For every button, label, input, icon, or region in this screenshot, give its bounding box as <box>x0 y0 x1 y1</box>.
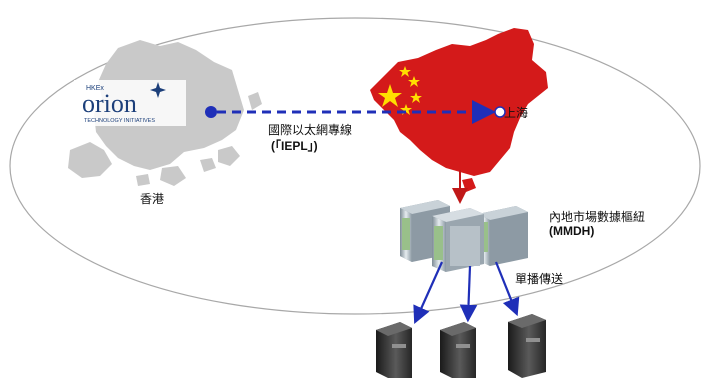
orion-logo: HKEx orion TECHNOLOGY INITIATIVES <box>74 80 186 126</box>
shanghai-endpoint <box>494 106 506 118</box>
star-icon <box>378 84 402 107</box>
logo-brand-small: HKEx <box>86 85 104 92</box>
server-rack-icon <box>478 206 528 266</box>
hong-kong-label: 香港 <box>140 192 165 206</box>
shanghai-label: 上海 <box>504 106 529 120</box>
star-icon <box>410 92 422 103</box>
server-rack-icon <box>432 208 484 272</box>
mmdh-label-line2: (MMDH) <box>549 224 595 238</box>
desktop-tower-icon <box>376 322 412 378</box>
mmdh-label-line1: 內地市場數據樞紐 <box>549 210 646 224</box>
sparkle-icon <box>150 82 166 98</box>
unicast-arrow <box>459 265 478 323</box>
logo-brand-tagline: TECHNOLOGY INITIATIVES <box>84 118 155 124</box>
logo-brand-main: orion <box>82 89 137 118</box>
unicast-label: 單播傳送 <box>515 272 564 286</box>
region-ellipse <box>9 17 701 315</box>
iepl-label-line2: (「IEPL」) <box>271 139 318 153</box>
unicast-arrow <box>494 261 520 317</box>
unicast-arrow <box>413 261 444 325</box>
desktop-tower-icon <box>440 322 476 378</box>
iepl-label-line1: 國際以太網專線 <box>268 123 353 137</box>
hong-kong-endpoint <box>205 106 217 118</box>
desktop-tower-icon <box>508 314 546 378</box>
star-icon <box>399 66 411 77</box>
star-icon <box>408 76 420 87</box>
